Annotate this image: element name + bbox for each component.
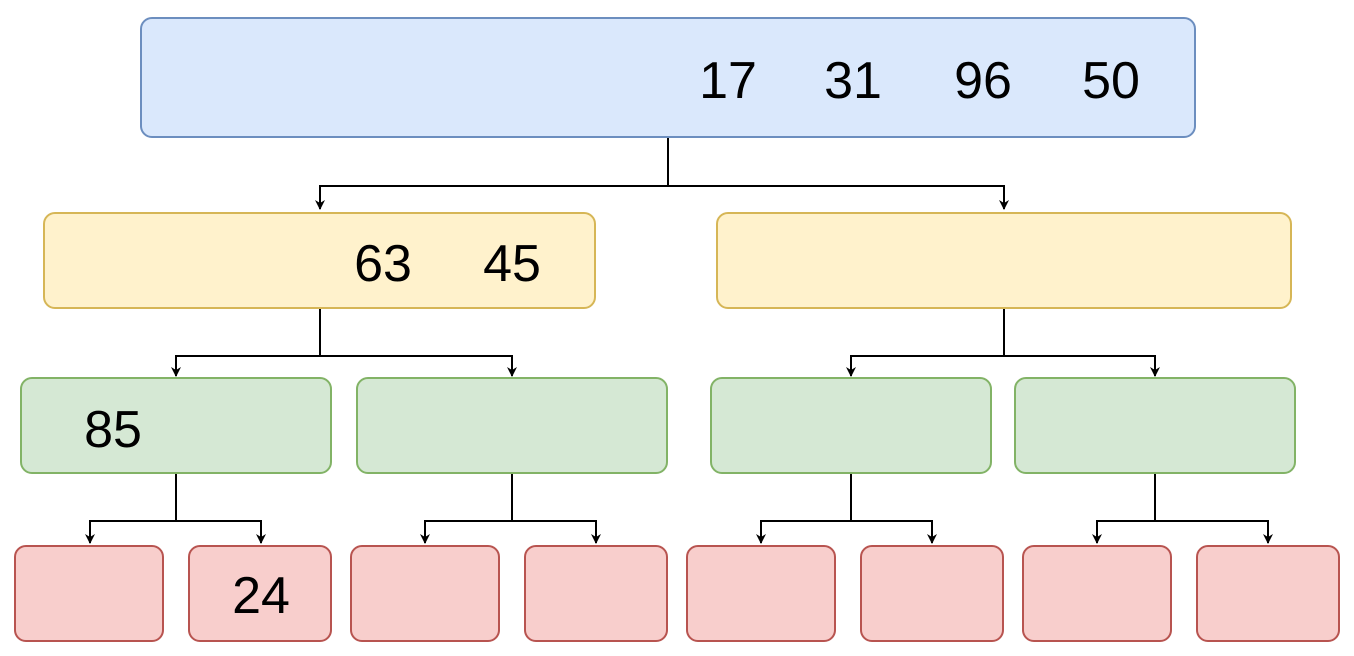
- level1-node-left: 63 45: [43, 212, 596, 309]
- level1-value: 63: [354, 235, 412, 293]
- root-node: 17 31 96 50: [140, 17, 1196, 138]
- level2-node: [356, 377, 668, 474]
- level3-value: 24: [232, 567, 290, 625]
- edge-level1-to-level2: [320, 355, 517, 377]
- level2-value: 85: [84, 401, 142, 459]
- edge-level2-to-level3: [1155, 520, 1273, 544]
- edge-level1-to-level2: [1004, 355, 1160, 377]
- edge-level2-to-level3: [176, 520, 266, 544]
- edge-level2-to-level3: [85, 474, 177, 544]
- level3-node: [524, 545, 668, 642]
- level2-node: [1014, 377, 1296, 474]
- root-value: 50: [1082, 52, 1140, 110]
- level3-node: [350, 545, 500, 642]
- level3-node: [860, 545, 1004, 642]
- edge-root-to-level1: [668, 185, 1009, 210]
- level3-node: [14, 545, 164, 642]
- edge-level2-to-level3: [512, 520, 601, 544]
- edge-level1-to-level2: [171, 309, 321, 377]
- edge-level2-to-level3: [756, 474, 852, 544]
- root-value: 17: [699, 52, 757, 110]
- level2-node: 85: [20, 377, 332, 474]
- edge-level1-to-level2: [846, 309, 1005, 377]
- level1-node-right: [716, 212, 1292, 309]
- edge-root-to-level1: [315, 138, 669, 210]
- level3-node: [686, 545, 836, 642]
- level1-value: 45: [483, 235, 541, 293]
- level2-node: [710, 377, 992, 474]
- root-value: 31: [824, 52, 882, 110]
- root-value: 96: [954, 52, 1012, 110]
- level3-node: [1196, 545, 1340, 642]
- edge-level2-to-level3: [420, 474, 513, 544]
- level3-node: 24: [188, 545, 332, 642]
- level3-node: [1022, 545, 1172, 642]
- edge-level2-to-level3: [1092, 474, 1156, 544]
- edge-level2-to-level3: [851, 520, 937, 544]
